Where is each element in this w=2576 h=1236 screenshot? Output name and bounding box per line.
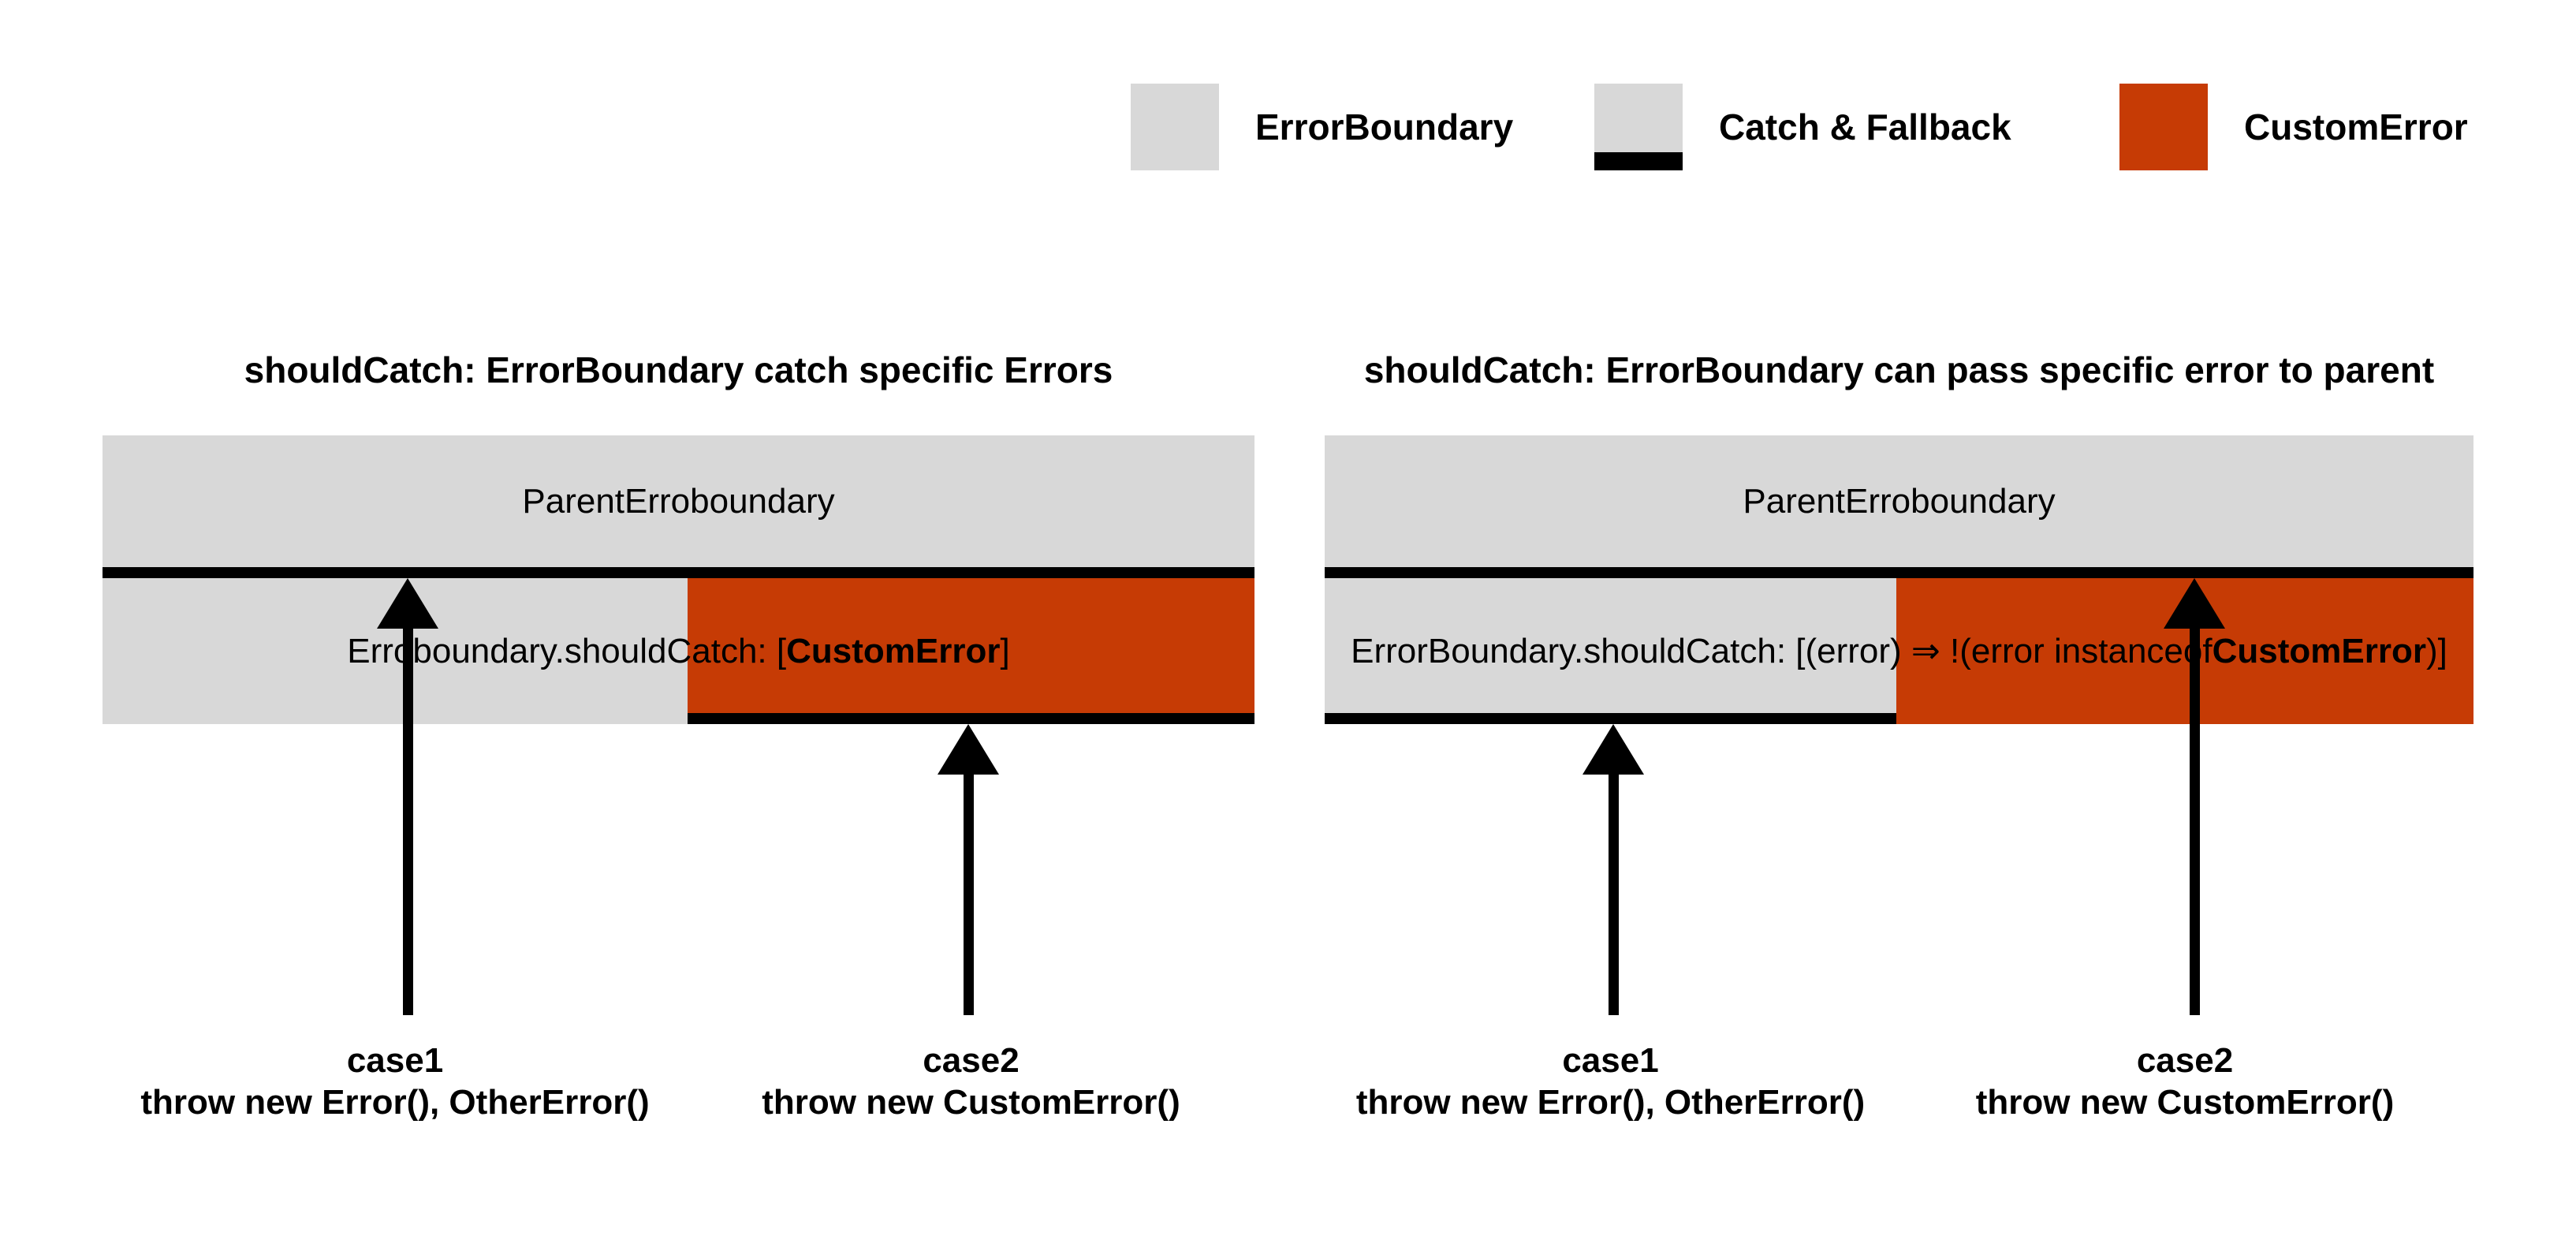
left-case2-label: case2 throw new CustomError(): [688, 1040, 1254, 1123]
right-diagram-title: shouldCatch: ErrorBoundary can pass spec…: [1363, 349, 2435, 390]
case-name: case2: [2136, 1041, 2234, 1080]
custom-error-swatch: [2119, 84, 2208, 170]
left-child-catch-segment: [688, 578, 1254, 724]
right-child-bar-label: ErrorBoundary.shouldCatch: [(error) ⇒ !(…: [1325, 578, 2473, 724]
left-child-bar-label: Erroboundary.shouldCatch: [CustomError]: [103, 578, 1254, 724]
arrow-up-icon: [938, 724, 999, 775]
left-child-label-prefix: Erroboundary.shouldCatch: [: [347, 631, 787, 670]
left-case1-arrow: [376, 578, 439, 1015]
left-child-label-suffix: ]: [1000, 631, 1010, 670]
case-code: throw new CustomError(): [1975, 1083, 2395, 1122]
left-parent-bar-label: ParentErroboundary: [522, 481, 835, 521]
left-child-errorboundary-row: Erroboundary.shouldCatch: [CustomError]: [103, 578, 1254, 724]
legend-item-custom-error: CustomError: [2119, 84, 2468, 170]
error-boundary-swatch: [1131, 84, 1219, 170]
right-parent-errorboundary-bar: ParentErroboundary: [1325, 435, 2473, 578]
legend-item-catch-fallback: Catch & Fallback: [1594, 84, 2011, 170]
arrow-up-icon: [2164, 578, 2225, 629]
case-code: throw new Error(), OtherError(): [1355, 1083, 1866, 1122]
right-case2-label: case2 throw new CustomError(): [1896, 1040, 2473, 1123]
legend-label-error-boundary: ErrorBoundary: [1255, 106, 1514, 147]
arrow-shaft: [2189, 624, 2200, 1015]
right-case2-arrow: [2163, 578, 2226, 1015]
right-child-label-suffix: )]: [2425, 631, 2447, 670]
arrow-shaft: [1608, 770, 1619, 1015]
case-name: case1: [1562, 1041, 1659, 1080]
arrow-shaft: [402, 624, 413, 1015]
right-case1-label: case1 throw new Error(), OtherError(): [1325, 1040, 1896, 1123]
arrow-up-icon: [377, 578, 438, 629]
case-code: throw new CustomError(): [762, 1083, 1180, 1122]
catch-fallback-swatch: [1594, 84, 1683, 170]
left-parent-errorboundary-bar: ParentErroboundary: [103, 435, 1254, 578]
legend-label-custom-error: CustomError: [2244, 106, 2468, 147]
legend-label-catch-fallback: Catch & Fallback: [1719, 106, 2011, 147]
arrow-shaft: [963, 770, 974, 1015]
left-case2-arrow: [937, 724, 1000, 1015]
case-name: case2: [923, 1041, 1020, 1080]
left-case1-label: case1 throw new Error(), OtherError(): [103, 1040, 688, 1123]
case-code: throw new Error(), OtherError(): [140, 1083, 650, 1122]
right-child-errorboundary-row: ErrorBoundary.shouldCatch: [(error) ⇒ !(…: [1325, 578, 2473, 724]
case-name: case1: [346, 1041, 444, 1080]
left-child-label-bold: CustomError: [786, 631, 1001, 670]
right-child-label-prefix: ErrorBoundary.shouldCatch: [(error) ⇒ !(…: [1351, 632, 2213, 670]
right-child-label-bold: CustomError: [2212, 631, 2426, 670]
right-parent-bar-label: ParentErroboundary: [1743, 481, 2056, 521]
arrow-up-icon: [1583, 724, 1644, 775]
left-diagram-title: shouldCatch: ErrorBoundary catch specifi…: [244, 349, 1113, 390]
right-child-catch-segment: [1325, 578, 1896, 724]
legend-item-error-boundary: ErrorBoundary: [1131, 84, 1513, 170]
right-case1-arrow: [1582, 724, 1645, 1015]
